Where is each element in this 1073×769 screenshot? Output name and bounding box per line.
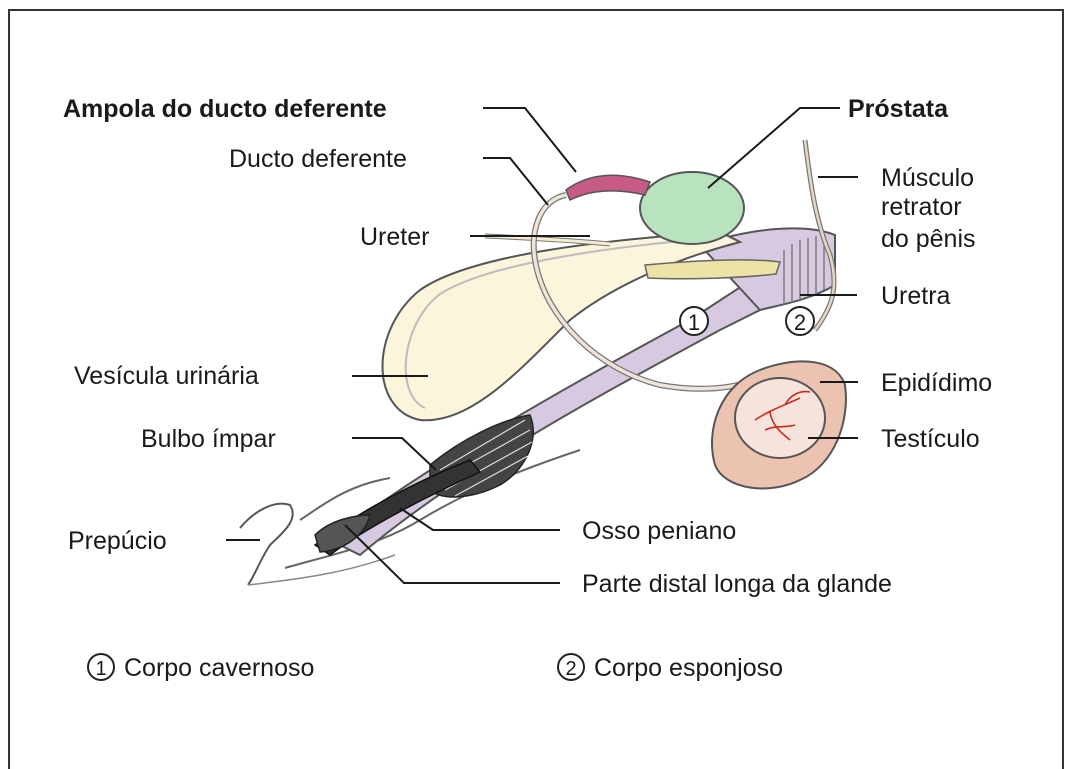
- marker-2: 2: [786, 307, 814, 335]
- prostate-shape: [640, 172, 744, 244]
- marker-2-label: 2: [794, 310, 806, 335]
- legend-item-1: 1 Corpo cavernoso: [88, 654, 314, 682]
- label-bladder: Vesícula urinária: [74, 362, 259, 390]
- label-testis: Testículo: [881, 425, 980, 453]
- legend-item-1-marker: 1: [95, 658, 106, 680]
- legend-item-1-label: Corpo cavernoso: [124, 654, 314, 682]
- label-prostate: Próstata: [848, 95, 949, 123]
- label-retractor-3: do pênis: [881, 225, 976, 253]
- label-os-penis: Osso peniano: [582, 517, 736, 545]
- label-prepuce: Prepúcio: [68, 527, 167, 555]
- legend: 1 Corpo cavernoso 2 Corpo esponjoso: [88, 654, 783, 682]
- label-ductus-deferens: Ducto deferente: [229, 145, 407, 173]
- ampulla-shape: [566, 175, 650, 200]
- label-retractor-1: Músculo: [881, 164, 974, 192]
- legend-item-2-marker: 2: [565, 658, 576, 680]
- label-bulb: Bulbo ímpar: [141, 425, 276, 453]
- legend-item-2-label: Corpo esponjoso: [594, 654, 783, 682]
- marker-1-label: 1: [688, 310, 700, 335]
- label-epididymis: Epidídimo: [881, 369, 992, 397]
- label-urethra: Uretra: [881, 282, 951, 310]
- label-glans-distal: Parte distal longa da glande: [582, 570, 892, 598]
- label-ampulla: Ampola do ducto deferente: [63, 95, 387, 123]
- legend-item-2: 2 Corpo esponjoso: [558, 654, 783, 682]
- label-ureter: Ureter: [360, 223, 429, 251]
- accessory-gland-shape: [645, 260, 780, 279]
- marker-1: 1: [680, 307, 708, 335]
- testis-shape: [735, 378, 825, 458]
- prepuce-sheath: [240, 450, 580, 585]
- label-retractor-2: retrator: [881, 193, 962, 221]
